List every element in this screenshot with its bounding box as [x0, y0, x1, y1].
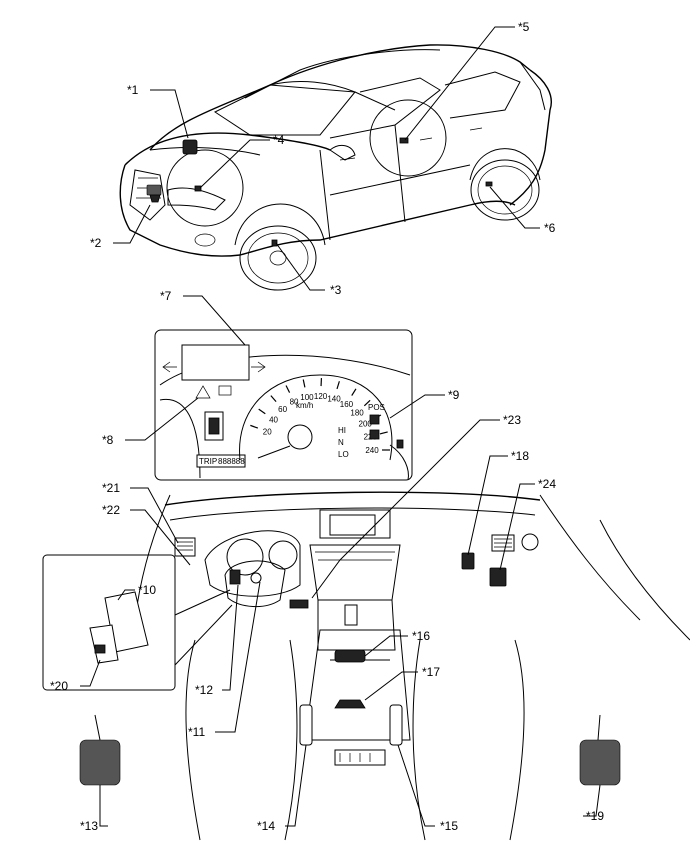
speed-tick-label: 100	[300, 393, 314, 402]
speed-unit: km/h	[296, 401, 313, 410]
odometer-readout: 888888	[218, 457, 245, 466]
speed-tick	[285, 385, 291, 393]
shift-lo: LO	[338, 450, 349, 459]
callout-14: *14	[257, 819, 275, 833]
callout-9: *9	[448, 388, 460, 402]
trip-label: TRIP	[199, 457, 217, 466]
speedometer-ticks	[250, 378, 390, 451]
speed-tick	[379, 431, 388, 435]
callout-1: *1	[127, 83, 139, 97]
callout-7: *7	[160, 289, 172, 303]
speed-tick-label: 20	[263, 428, 272, 437]
callout-12: *12	[195, 683, 213, 697]
speed-tick-label: 120	[314, 392, 328, 401]
shift-n: N	[338, 438, 344, 447]
speed-tick-label: 180	[350, 409, 364, 418]
speed-tick-label: 200	[359, 420, 373, 429]
speed-tick-label: 40	[269, 415, 278, 424]
callout-17: *17	[422, 665, 440, 679]
pos-label: POS	[368, 403, 385, 412]
callout-8: *8	[102, 433, 114, 447]
callout-13: *13	[80, 819, 98, 833]
callout-11: *11	[188, 725, 205, 739]
combination-meter-inset: TRIP 888888 2040608010012014016018020022…	[154, 329, 413, 481]
callout-24: *24	[538, 477, 556, 491]
warning-triangle-icon	[195, 385, 211, 399]
callout-15: *15	[440, 819, 458, 833]
interior-illustration	[79, 491, 690, 841]
callout-6: *6	[544, 221, 556, 235]
speed-tick	[250, 424, 259, 429]
speed-tick	[270, 395, 277, 403]
callout-19: *19	[586, 809, 604, 823]
speed-tick-label: 140	[327, 394, 341, 403]
turn-right-icon	[251, 361, 266, 373]
ecu-detail-inset	[42, 554, 233, 691]
speedometer-tick-labels: 20406080100120140160180200220240	[263, 392, 379, 455]
speed-tick	[363, 399, 371, 407]
callout-labels: *1 *2 *3 *4 *5 *6 *7 *8 *9 *10 *11 *12 *…	[50, 20, 604, 833]
shift-hi: HI	[338, 426, 346, 435]
speed-tick-label: 60	[278, 405, 287, 414]
callout-5: *5	[518, 20, 530, 34]
speed-tick-label: 240	[365, 446, 379, 455]
callout-16: *16	[412, 629, 430, 643]
leader-lines	[80, 26, 601, 827]
callout-2: *2	[90, 236, 102, 250]
speed-tick	[302, 379, 306, 388]
turn-left-icon	[162, 361, 177, 373]
callout-21: *21	[102, 481, 120, 495]
callout-3: *3	[330, 283, 342, 297]
callout-4: *4	[273, 133, 285, 147]
speed-tick	[258, 408, 266, 415]
callout-23: *23	[503, 413, 521, 427]
speed-tick-label: 160	[340, 400, 354, 409]
speed-tick	[336, 381, 340, 390]
callout-18: *18	[511, 449, 529, 463]
speed-tick	[351, 388, 357, 396]
vehicle-illustration	[119, 44, 552, 291]
callout-20: *20	[50, 679, 68, 693]
callout-10: *10	[138, 583, 156, 597]
speed-tick-label: 80	[290, 398, 299, 407]
callout-22: *22	[102, 503, 120, 517]
